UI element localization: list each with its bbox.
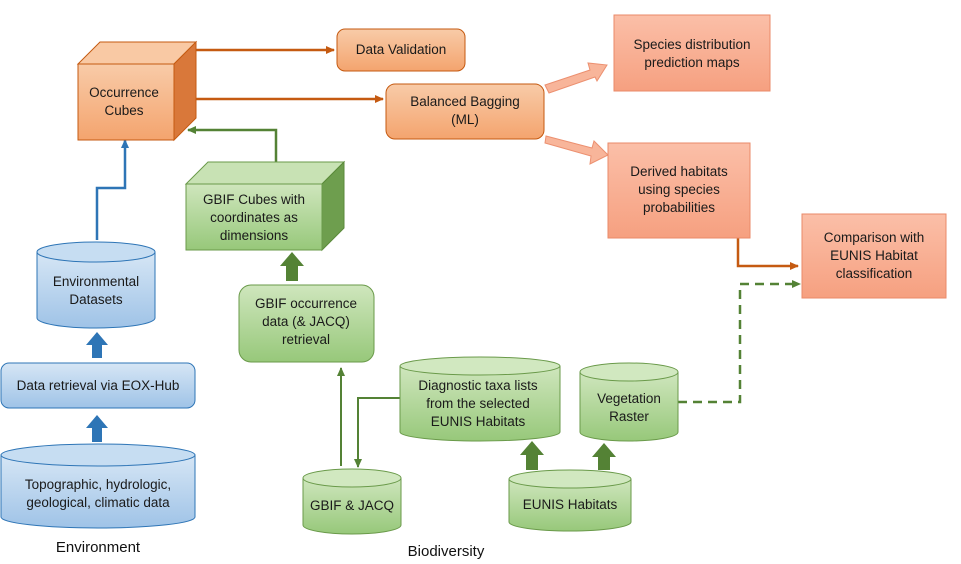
comparison-line-2: EUNIS Habitat [830, 248, 918, 263]
species-maps-node: Species distribution prediction maps [613, 14, 771, 92]
species-maps-line-1: Species distribution [633, 37, 750, 52]
gbif-jacq-label: GBIF & JACQ [310, 498, 394, 513]
env-data-node: Topographic, hydrologic, geological, clim… [0, 443, 196, 529]
gbif-cubes-line-1: GBIF Cubes with [203, 192, 305, 207]
env-data-line-2: geological, climatic data [26, 495, 170, 510]
block-arrow-bagging-to-derived [544, 135, 609, 165]
diagnostic-taxa-line-1: Diagnostic taxa lists [418, 378, 538, 393]
derived-habitats-line-2: using species [638, 182, 720, 197]
svg-text:Data retrieval via EOX-Hub: Data retrieval via EOX-Hub [17, 378, 180, 393]
block-arrow-retrieval-to-gbifcubes [280, 252, 304, 281]
species-maps-line-2: prediction maps [644, 55, 740, 70]
eox-hub-node: Data retrieval via EOX-Hub [0, 362, 196, 409]
gbif-jacq-node: GBIF & JACQ [302, 468, 402, 535]
derived-habitats-node: Derived habitats using species probabiliti… [607, 142, 751, 239]
gbif-retrieval-line-1: GBIF occurrence [255, 296, 357, 311]
eox-hub-label: Data retrieval via EOX-Hub [17, 378, 180, 393]
caption-environment: Environment [56, 539, 141, 556]
derived-habitats-line-1: Derived habitats [630, 164, 728, 179]
svg-text:GBIF & JACQ: GBIF & JACQ [310, 498, 394, 513]
occurrence-cubes-line-1: Occurrence [89, 85, 159, 100]
eunis-habitats-label: EUNIS Habitats [523, 497, 618, 512]
caption-biodiversity: Biodiversity [408, 543, 485, 560]
block-arrow-eox-to-env [86, 332, 108, 358]
gbif-cubes-line-2: coordinates as [210, 210, 298, 225]
vegetation-raster-line-2: Raster [609, 409, 649, 424]
svg-text:Balanced Bagging(ML): Balanced Bagging (ML) [410, 94, 520, 127]
arrow-raster-to-comparison [678, 280, 801, 404]
env-datasets-line-1: Environmental [53, 274, 139, 289]
gbif-cubes-node: GBIF Cubes with coordinates as dimensions [184, 160, 346, 252]
connectors [86, 46, 801, 470]
arrow-env-to-cubes [95, 139, 129, 240]
balanced-bagging-node: Balanced Bagging (ML) [385, 83, 545, 140]
balanced-bagging-line-2: (ML) [451, 112, 479, 127]
vegetation-raster-line-1: Vegetation [597, 391, 661, 406]
block-arrow-eunis-to-raster [592, 443, 616, 470]
env-data-line-1: Topographic, hydrologic, [25, 477, 171, 492]
block-arrow-envdata-to-eox [86, 415, 108, 442]
gbif-retrieval-line-2: data (& JACQ) [262, 314, 350, 329]
svg-text:Topographic, hydrologic,geolog: Topographic, hydrologic, geological, clim… [25, 477, 171, 510]
data-validation-label: Data Validation [356, 42, 447, 57]
gbif-cubes-line-3: dimensions [220, 228, 289, 243]
gbif-retrieval-line-3: retrieval [282, 332, 330, 347]
env-datasets-line-2: Datasets [69, 292, 123, 307]
eunis-habitats-node: EUNIS Habitats [508, 469, 632, 532]
occurrence-cubes-line-2: Cubes [104, 103, 143, 118]
derived-habitats-line-3: probabilities [643, 200, 715, 215]
block-arrow-eunis-to-taxa [520, 441, 544, 470]
gbif-retrieval-node: GBIF occurrence data (& JACQ) retrieval [238, 284, 375, 363]
balanced-bagging-line-1: Balanced Bagging [410, 94, 520, 109]
arrow-taxa-to-gbifjacq [354, 397, 400, 468]
svg-text:EUNIS Habitats: EUNIS Habitats [523, 497, 618, 512]
data-validation-node: Data Validation [336, 28, 466, 72]
block-arrow-bagging-to-maps [544, 62, 608, 94]
comparison-line-1: Comparison with [824, 230, 925, 245]
svg-text:Data Validation: Data Validation [356, 42, 447, 57]
arrow-gbifcubes-to-occurrence [187, 126, 278, 162]
diagnostic-taxa-line-3: EUNIS Habitats [431, 414, 526, 429]
arrow-derived-to-comparison [736, 238, 799, 270]
comparison-line-3: classification [836, 266, 913, 281]
diagnostic-taxa-line-2: from the selected [426, 396, 530, 411]
